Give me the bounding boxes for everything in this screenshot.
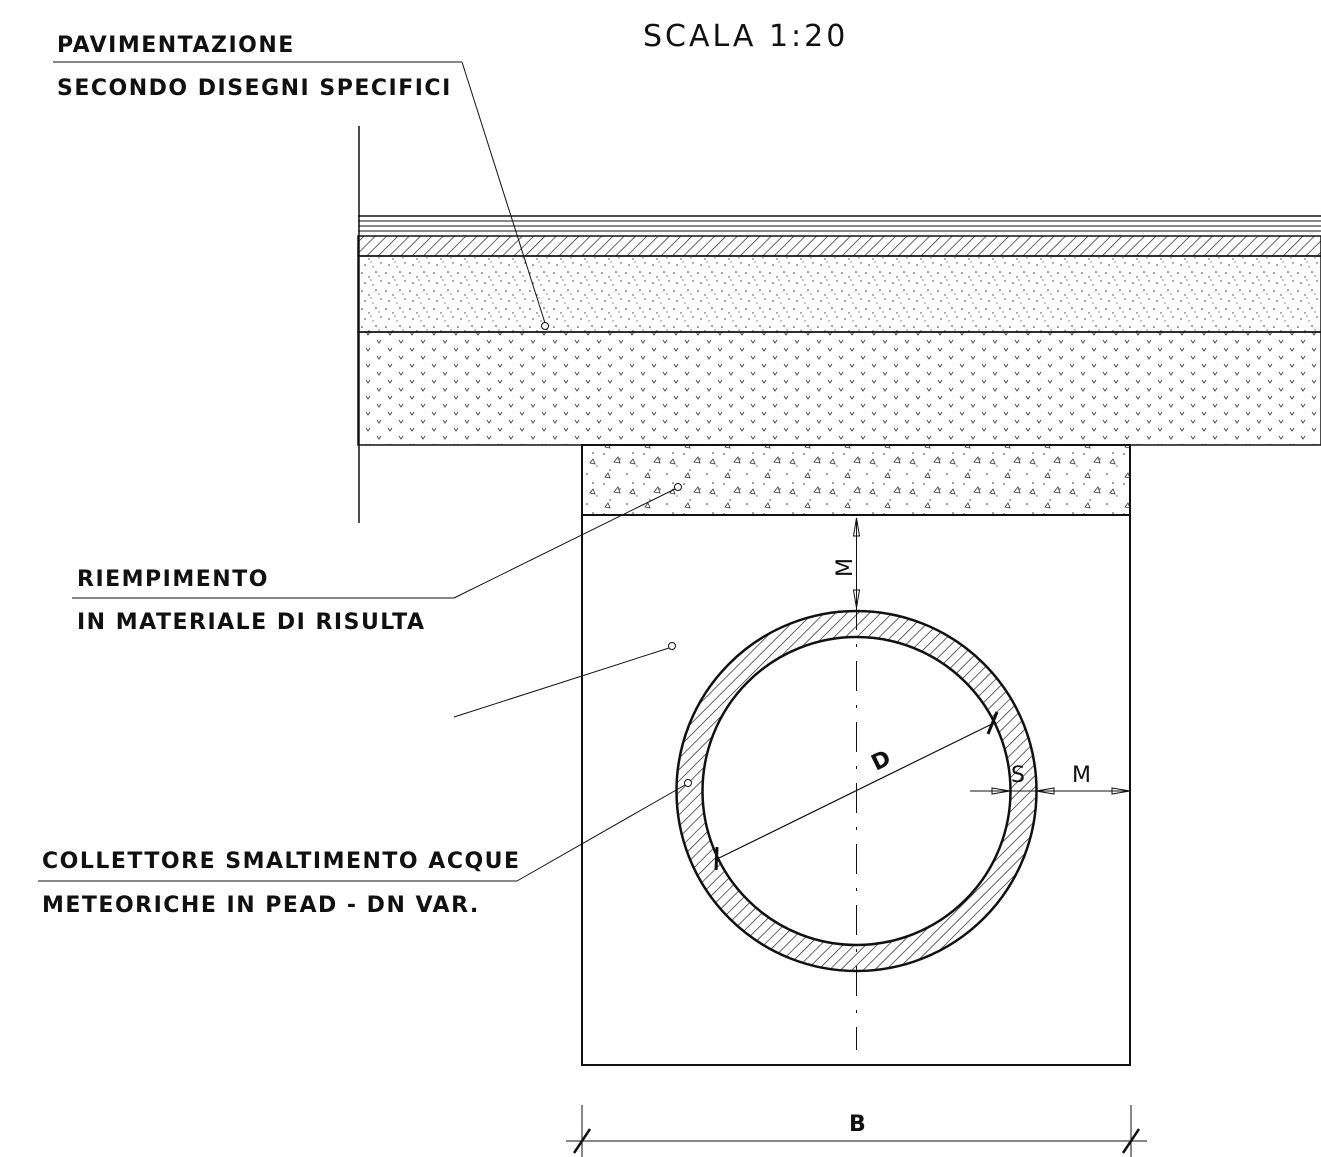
trench	[581, 444, 1131, 1066]
pavimentazione-label-line2: SECONDO DISEGNI SPECIFICI	[57, 76, 452, 101]
wall-thickness-label: S	[1011, 763, 1025, 788]
collettore-label-line1: COLLETTORE SMALTIMENTO ACQUE	[42, 849, 521, 874]
pavimentazione-callout: PAVIMENTAZIONE SECONDO DISEGNI SPECIFICI	[53, 33, 549, 330]
riempimento-leader-dot-2	[668, 642, 676, 650]
riempimento-label-line1: RIEMPIMENTO	[77, 567, 269, 592]
pavimentazione-leader-dot	[541, 322, 549, 330]
collettore-leader-dot	[684, 779, 692, 787]
cover-depth-dimension: M	[833, 517, 861, 609]
collettore-label-line2: METEORICHE IN PEAD - DN VAR.	[42, 893, 480, 918]
scale-title: SCALA 1:20	[643, 19, 848, 54]
pavimentazione-label-line1: PAVIMENTAZIONE	[57, 33, 295, 58]
side-clearance-label: M	[1072, 763, 1091, 788]
riempimento-label-line2: IN MATERIALE DI RISULTA	[77, 610, 426, 635]
diameter-label: D	[868, 746, 895, 776]
pavement-layers	[357, 215, 1321, 446]
trench-width-label: B	[849, 1112, 866, 1137]
trench-width-dimension: B	[566, 1105, 1147, 1157]
riempimento-callout: RIEMPIMENTO IN MATERIALE DI RISULTA	[72, 483, 682, 718]
riempimento-leader-dot	[674, 483, 682, 491]
wall-and-side-dimension: S M	[970, 763, 1131, 795]
cover-depth-label: M	[833, 558, 858, 577]
collettore-callout: COLLETTORE SMALTIMENTO ACQUE METEORICHE …	[38, 779, 692, 918]
